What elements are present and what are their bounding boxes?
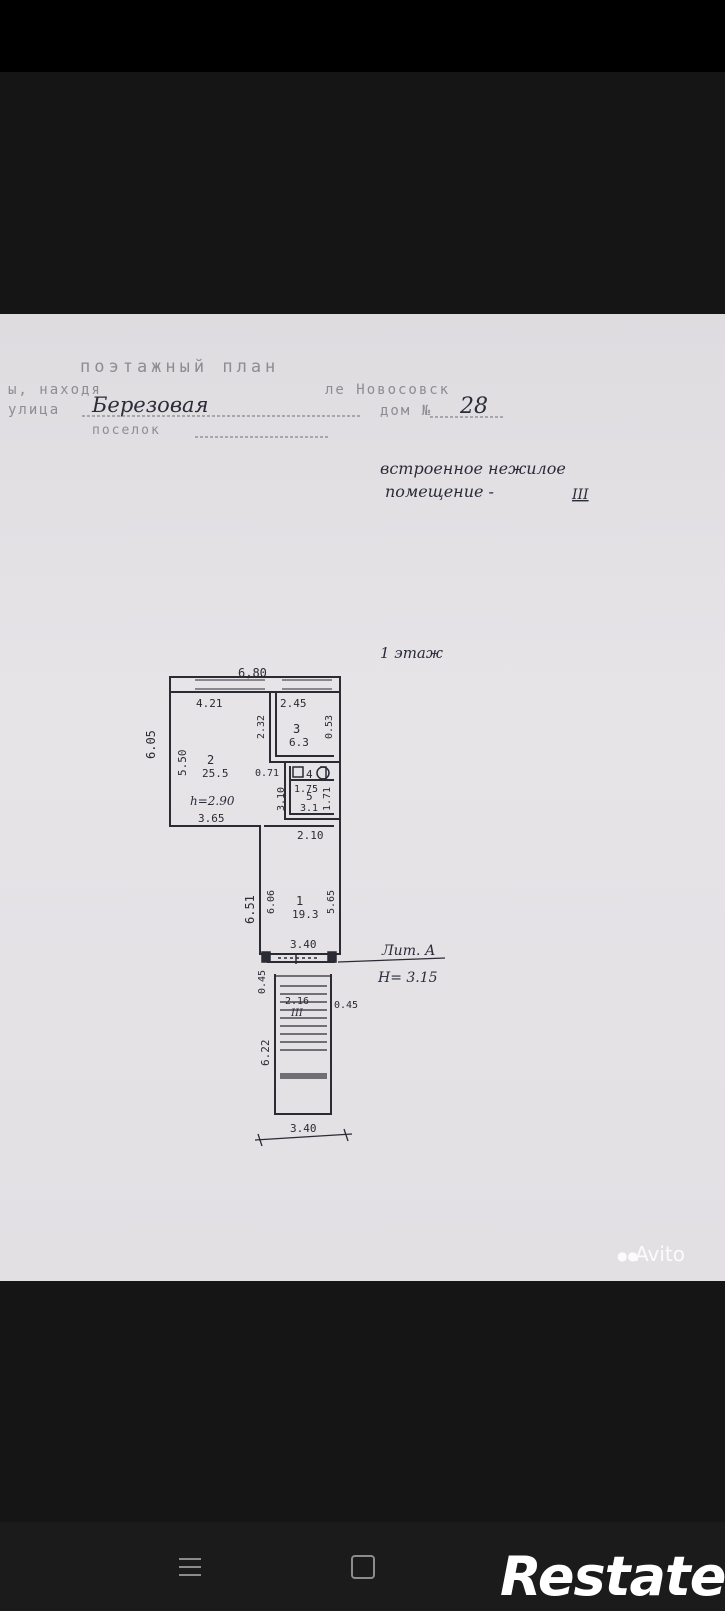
- house-label: дом №: [380, 403, 432, 419]
- room2-number: 2: [207, 753, 214, 767]
- ceiling-height: h=2.90: [190, 794, 235, 808]
- room3-number: 3: [293, 722, 300, 736]
- floor-plan-drawing: поэтажный план ы, находя ле Новосовск ул…: [8, 357, 589, 1147]
- window-marks: [195, 679, 332, 690]
- dim-room1-inner-left: 6.06: [266, 890, 277, 914]
- dim-stairs-height: 6.22: [259, 1040, 272, 1067]
- room5-area: 3.1: [300, 803, 318, 814]
- vestibule: [261, 951, 337, 964]
- header-line2-prefix: ы, находя: [8, 382, 102, 398]
- header-line2-suffix: ле Новосовск: [325, 382, 450, 398]
- lit-leader: [337, 957, 446, 963]
- navigation-bar: [0, 1522, 725, 1611]
- lit-height: H= 3.15: [377, 970, 438, 986]
- header-title: поэтажный план: [80, 357, 279, 377]
- stairs: [275, 975, 331, 1079]
- room3-area: 6.3: [289, 736, 309, 749]
- dim-room3-top: 2.45: [280, 697, 307, 710]
- room1-number: 1: [296, 894, 303, 908]
- dim-vestibule-left: 0.45: [257, 970, 268, 994]
- house-value: 28: [459, 394, 488, 419]
- avito-watermark: ●●Avito: [617, 1242, 685, 1266]
- plan-walls: [169, 676, 341, 1115]
- dim-room2-bottom: 3.65: [198, 812, 225, 825]
- dim-room5-top: 1.75: [294, 784, 318, 795]
- note-line1: встроенное нежилое: [380, 459, 566, 478]
- restate-logo: Restate: [500, 1545, 725, 1608]
- dim-left-height: 6.05: [144, 730, 158, 759]
- street-value: Березовая: [91, 393, 208, 417]
- dim-room2-inner: 5.50: [176, 750, 189, 777]
- dim-room3-right: 0.53: [324, 715, 335, 739]
- room2-area: 25.5: [202, 767, 229, 780]
- dim-room5-right: 1.71: [322, 787, 333, 811]
- header-line3: поселок: [92, 423, 161, 438]
- status-bar: [0, 0, 725, 72]
- dim-room1-top: 2.10: [297, 829, 324, 842]
- dim-room3-left: 2.32: [256, 715, 267, 739]
- dim-room1-inner-right: 5.65: [326, 890, 337, 914]
- note-roman: III: [571, 487, 589, 503]
- avito-watermark-text: Avito: [635, 1242, 685, 1266]
- vestibule-roman: III: [290, 1008, 304, 1019]
- floor-label: 1 этаж: [380, 644, 443, 662]
- dim-room2-top: 4.21: [196, 697, 223, 710]
- avito-logo-icon: ●●: [617, 1248, 638, 1263]
- square-icon[interactable]: [343, 1552, 383, 1582]
- room1-area: 19.3: [292, 908, 319, 921]
- dim-room1-outer-left: 6.51: [243, 895, 257, 924]
- dim-small: 0.71: [255, 768, 279, 779]
- dim-room5-left: 3.10: [276, 787, 287, 811]
- room5-number: 5: [306, 790, 313, 803]
- note-line2: помещение -: [385, 482, 494, 501]
- dim-room1-bottom: 3.40: [290, 938, 317, 951]
- dim-vestibule-right: 0.45: [334, 1000, 358, 1011]
- bottom-dimension-line: [254, 1128, 353, 1147]
- room4-symbols: [292, 766, 330, 780]
- dim-top-width: 6,80: [238, 666, 267, 680]
- floor-plan-photo: поэтажный план ы, находя ле Новосовск ул…: [0, 314, 725, 1281]
- room4-number: 4: [306, 768, 313, 781]
- lit-label: Лит. А: [381, 943, 435, 959]
- dim-stairs-width: 3.40: [290, 1122, 317, 1135]
- street-label: улица: [8, 402, 60, 418]
- menu-icon[interactable]: [170, 1552, 210, 1582]
- vestibule-area: 2.16: [285, 996, 309, 1007]
